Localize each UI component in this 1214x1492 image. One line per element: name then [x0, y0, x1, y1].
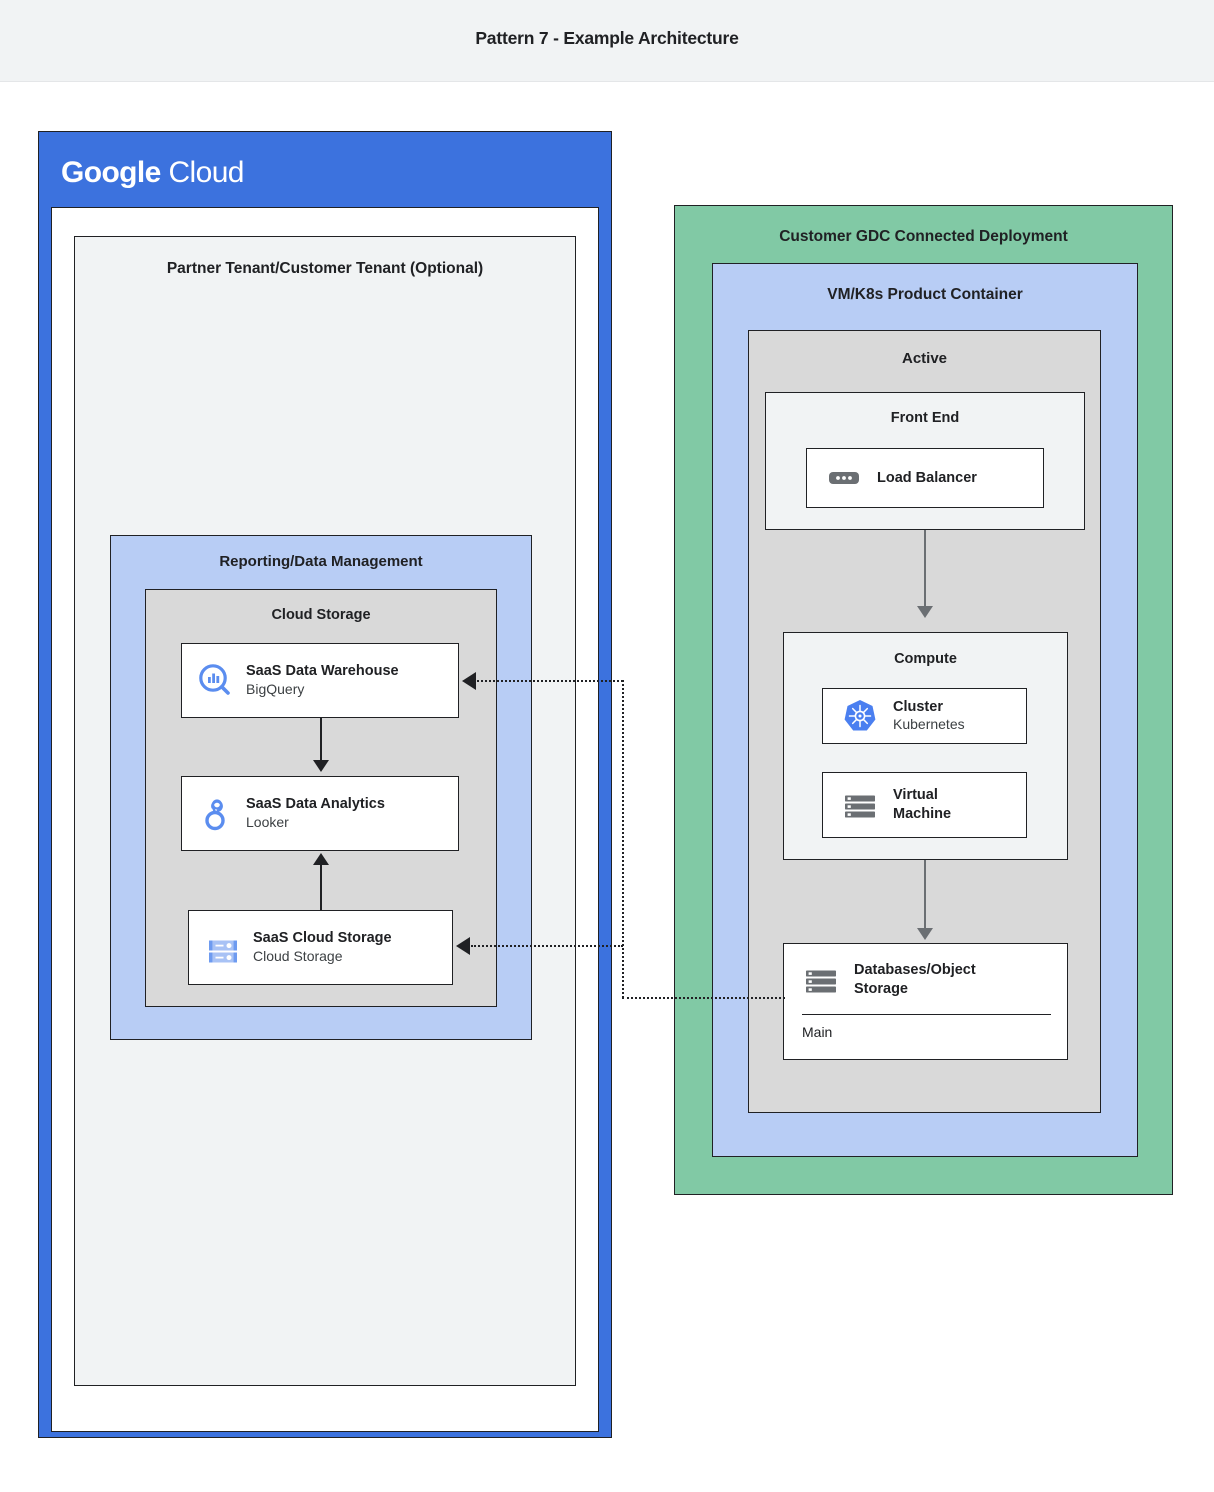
reporting-data-management-title: Reporting/Data Management [219, 553, 423, 570]
database-sub-label: Main [802, 1024, 833, 1040]
virtual-machine-icon [837, 785, 883, 825]
load-balancer-icon [821, 460, 867, 496]
database-name-line1: Databases/Object [854, 962, 976, 979]
service-card-text: Load Balancer [877, 469, 1043, 488]
connector-bigquery-to-looker [320, 718, 322, 762]
service-product: BigQuery [246, 680, 305, 697]
arrowhead-compute-to-database [917, 928, 933, 940]
service-product: Cloud Storage [253, 947, 343, 964]
service-name: SaaS Data Analytics [246, 796, 385, 813]
connector-frontend-to-compute [924, 530, 926, 608]
cloud-storage-group-title: Cloud Storage [271, 607, 371, 623]
service-name-line1: Virtual [893, 787, 938, 804]
arrowhead-frontend-to-compute [917, 606, 933, 618]
service-card-virtual-machine[interactable]: Virtual Machine [822, 772, 1027, 838]
kubernetes-icon [837, 696, 883, 736]
dotted-line-vertical-trunk [622, 680, 624, 998]
dotted-line-database-to-junction [622, 997, 785, 999]
google-cloud-logo-google: Google [61, 156, 161, 189]
service-name: Load Balancer [877, 469, 977, 486]
service-name: SaaS Cloud Storage [253, 930, 392, 947]
database-card-divider [802, 1014, 1051, 1015]
database-icon [798, 960, 844, 1000]
database-card-text: Databases/Object Storage [854, 961, 976, 999]
service-card-text: SaaS Cloud Storage Cloud Storage [253, 929, 452, 965]
service-product: Kubernetes [893, 716, 965, 733]
arrowhead-to-saas-cloud-storage [456, 937, 470, 955]
service-name-line2: Machine [893, 806, 952, 822]
dotted-line-to-bigquery [477, 680, 623, 682]
service-card-saas-cloud-storage[interactable]: SaaS Cloud Storage Cloud Storage [188, 910, 453, 985]
compute-title: Compute [894, 651, 957, 667]
google-cloud-logo-cloud: Cloud [168, 156, 244, 189]
page-title: Pattern 7 - Example Architecture [475, 28, 739, 48]
service-card-text: Cluster Kubernetes [893, 698, 1026, 734]
dotted-line-to-saas-cloud-storage [471, 945, 623, 947]
title-bar: Pattern 7 - Example Architecture [0, 0, 1214, 82]
bigquery-icon [194, 661, 238, 701]
service-card-saas-data-warehouse[interactable]: SaaS Data Warehouse BigQuery [181, 643, 459, 718]
cloud-storage-icon [201, 928, 245, 968]
service-name: SaaS Data Warehouse [246, 663, 399, 680]
gdc-deployment-title: Customer GDC Connected Deployment [779, 228, 1068, 245]
google-cloud-logo: Google Cloud [61, 156, 244, 190]
active-title: Active [901, 350, 948, 367]
database-name-line2: Storage [854, 981, 908, 997]
service-card-databases-object-storage[interactable]: Databases/Object Storage Main [783, 943, 1068, 1060]
connector-compute-to-database [924, 860, 926, 930]
arrowhead-cloudstorage-to-looker [313, 853, 329, 865]
database-card-row: Databases/Object Storage [784, 944, 1067, 1012]
partner-tenant-title: Partner Tenant/Customer Tenant (Optional… [166, 260, 484, 277]
service-card-saas-data-analytics[interactable]: SaaS Data Analytics Looker [181, 776, 459, 851]
service-card-text: SaaS Data Warehouse BigQuery [246, 662, 458, 698]
vm-k8s-product-container-title: VM/K8s Product Container [827, 286, 1023, 303]
arrowhead-to-bigquery [462, 672, 476, 690]
connector-cloudstorage-to-looker [320, 864, 322, 910]
service-name: Cluster [893, 698, 943, 715]
service-card-cluster[interactable]: Cluster Kubernetes [822, 688, 1027, 744]
service-card-load-balancer[interactable]: Load Balancer [806, 448, 1044, 508]
service-card-text: SaaS Data Analytics Looker [246, 795, 458, 831]
service-product: Looker [246, 813, 289, 830]
front-end-title: Front End [890, 410, 960, 426]
looker-icon [194, 794, 238, 834]
service-card-text: Virtual Machine [893, 786, 1026, 823]
arrowhead-bigquery-to-looker [313, 760, 329, 772]
